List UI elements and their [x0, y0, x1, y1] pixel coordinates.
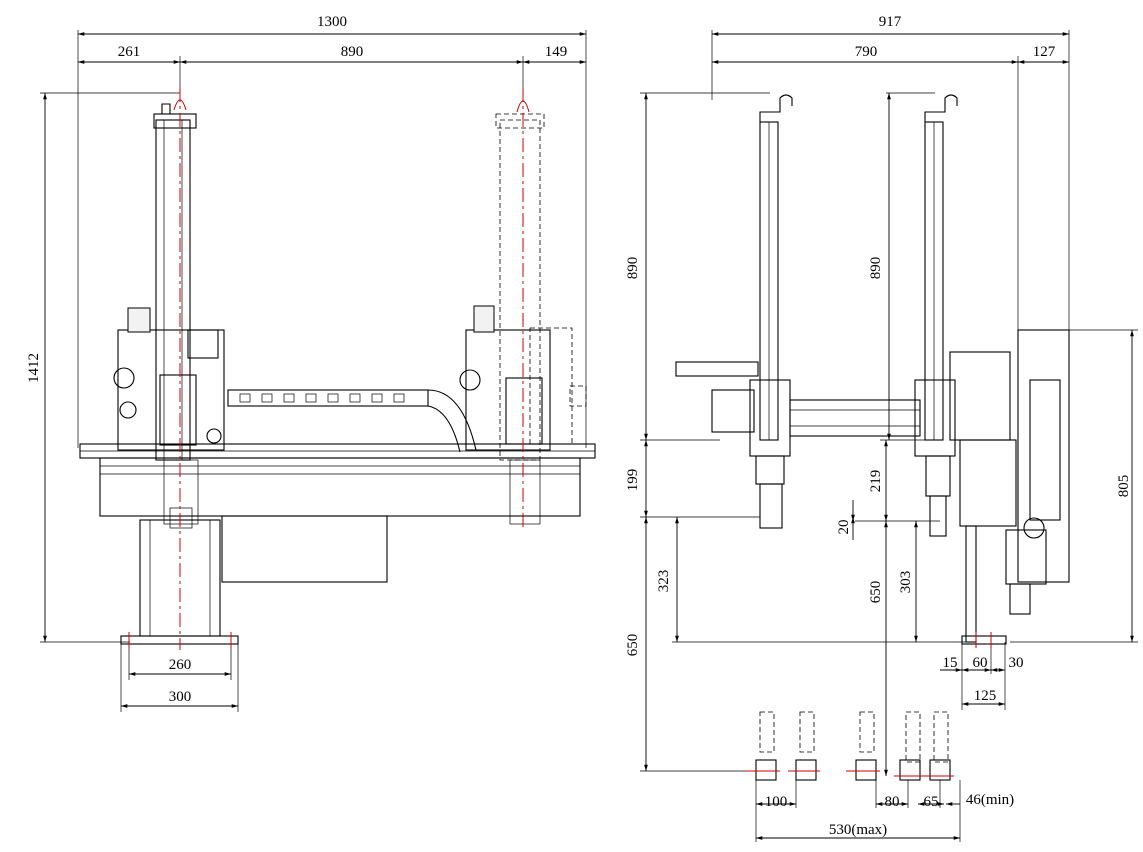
side-grippers	[746, 711, 954, 781]
dim-min-pitch: 46(min)	[966, 792, 1014, 808]
front-cable-chain	[227, 389, 477, 453]
dim-left-offset: 261	[118, 44, 141, 60]
dim-frame-height: 805	[1116, 475, 1132, 498]
front-right-hose	[516, 100, 530, 113]
dim-pitch-80: 80	[885, 794, 900, 810]
dim-base-c: 30	[1009, 655, 1024, 671]
front-left-arm	[153, 103, 197, 461]
dim-small-gap: 20	[836, 520, 852, 535]
dim-max-span: 530(max)	[829, 822, 887, 838]
dim-overall-height: 1412	[26, 353, 42, 383]
dim-right-lower-offset: 219	[868, 470, 884, 493]
dim-base-inner: 260	[169, 657, 192, 673]
front-top-dimensions	[77, 30, 587, 448]
dim-pitch-65: 65	[924, 794, 939, 810]
dim-right-offset: 149	[545, 44, 568, 60]
dim-center-travel: 650	[868, 581, 884, 604]
dim-base-b: 60	[973, 655, 988, 671]
dim-side-overall-width: 917	[879, 14, 902, 30]
side-left-dimensions	[640, 92, 770, 772]
dim-left-vertical-stroke: 890	[625, 257, 641, 280]
front-base-dimensions	[120, 632, 239, 712]
side-top-dimensions	[711, 30, 1070, 330]
dim-base-a: 15	[943, 655, 958, 671]
front-view: 1300 261 890 149 1412	[26, 14, 596, 712]
dim-overall-width: 1300	[317, 14, 347, 30]
dim-right-drop: 303	[898, 571, 914, 594]
dim-stroke-width: 890	[341, 44, 364, 60]
dim-lower-offset: 199	[625, 469, 641, 492]
front-right-carriage	[459, 305, 551, 525]
dim-left-drop: 323	[656, 570, 672, 593]
dim-right-vertical-stroke: 890	[868, 257, 884, 280]
side-323-dimension	[672, 517, 966, 643]
front-right-ghost	[495, 113, 587, 461]
side-center-dimensions	[851, 439, 940, 776]
dim-base-total: 125	[974, 688, 997, 704]
side-right-arm	[914, 94, 958, 537]
side-view: 917 790 127 890 199 650 323 805	[625, 14, 1138, 842]
side-horizontal-rail	[789, 351, 1017, 527]
front-left-hose	[173, 99, 187, 111]
front-pedestal	[120, 515, 388, 645]
side-pitch-dimensions	[755, 780, 961, 842]
front-left-carriage	[113, 307, 225, 529]
dim-base-outer: 300	[169, 689, 192, 705]
dim-left-travel: 650	[625, 634, 641, 657]
front-height-dimension	[40, 92, 180, 643]
dim-side-width: 127	[1033, 44, 1056, 60]
side-base-dimensions	[940, 632, 1007, 710]
side-column	[965, 329, 1070, 643]
dim-arm-span: 790	[855, 44, 878, 60]
side-left-arm	[675, 94, 793, 529]
dim-pitch-100: 100	[765, 794, 788, 810]
side-frame-dimension	[1010, 329, 1138, 643]
front-main-beam	[79, 443, 596, 517]
